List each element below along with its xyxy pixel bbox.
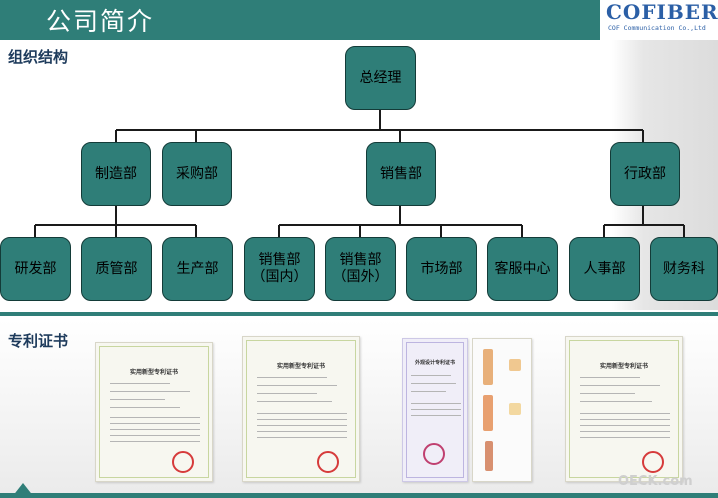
org-node-finance: 财务科 xyxy=(650,237,718,301)
org-node-quality: 质管部 xyxy=(81,237,152,301)
company-logo-subtitle: COF Communication Co.,Ltd xyxy=(608,24,706,32)
org-node-marketing: 市场部 xyxy=(406,237,477,301)
org-node-sales-domestic: 销售部 （国内） xyxy=(244,237,315,301)
patent-certificate-3: 外观设计专利证书 xyxy=(402,338,468,482)
org-node-rnd: 研发部 xyxy=(0,237,71,301)
watermark: OECK.com xyxy=(618,474,693,489)
footer-bar xyxy=(0,493,718,498)
certificate-title: 实用新型专利证书 xyxy=(129,369,178,376)
red-seal-icon xyxy=(317,451,339,473)
product-photo xyxy=(483,395,493,431)
title-bar xyxy=(0,0,718,40)
org-node-sales: 销售部 xyxy=(366,142,436,206)
certificate-title: 外观设计专利证书 xyxy=(414,360,455,366)
org-node-purchasing: 采购部 xyxy=(162,142,232,206)
product-photo xyxy=(483,349,493,385)
patent-certificates-heading: 专利证书 xyxy=(8,332,69,350)
org-structure-heading: 组织结构 xyxy=(8,48,69,66)
org-node-sales-overseas: 销售部 （国外） xyxy=(325,237,396,301)
red-seal-icon xyxy=(642,451,664,473)
org-node-administration: 行政部 xyxy=(610,142,680,206)
section-divider xyxy=(0,312,718,316)
product-photo xyxy=(509,359,521,371)
red-seal-icon xyxy=(172,451,194,473)
product-photo xyxy=(485,441,493,471)
org-node-general-manager: 总经理 xyxy=(345,46,416,110)
page-title: 公司简介 xyxy=(46,7,155,36)
org-node-customer-service: 客服中心 xyxy=(487,237,558,301)
certificate-title: 实用新型专利证书 xyxy=(276,363,325,370)
logo-area xyxy=(600,0,718,40)
certificate-title: 实用新型专利证书 xyxy=(599,363,648,370)
org-node-hr: 人事部 xyxy=(569,237,640,301)
patent-certificate-2: 实用新型专利证书 xyxy=(242,336,360,482)
design-patent-product-sheet xyxy=(472,338,532,482)
org-chart-connectors xyxy=(34,110,685,237)
patent-certificate-1: 实用新型专利证书 xyxy=(95,342,213,482)
org-node-production: 生产部 xyxy=(162,237,233,301)
org-node-manufacturing: 制造部 xyxy=(81,142,151,206)
patent-certificate-4: 实用新型专利证书 xyxy=(565,336,683,482)
product-photo xyxy=(509,403,521,415)
company-logo: COFIBER xyxy=(606,0,718,24)
red-seal-icon xyxy=(423,443,445,465)
